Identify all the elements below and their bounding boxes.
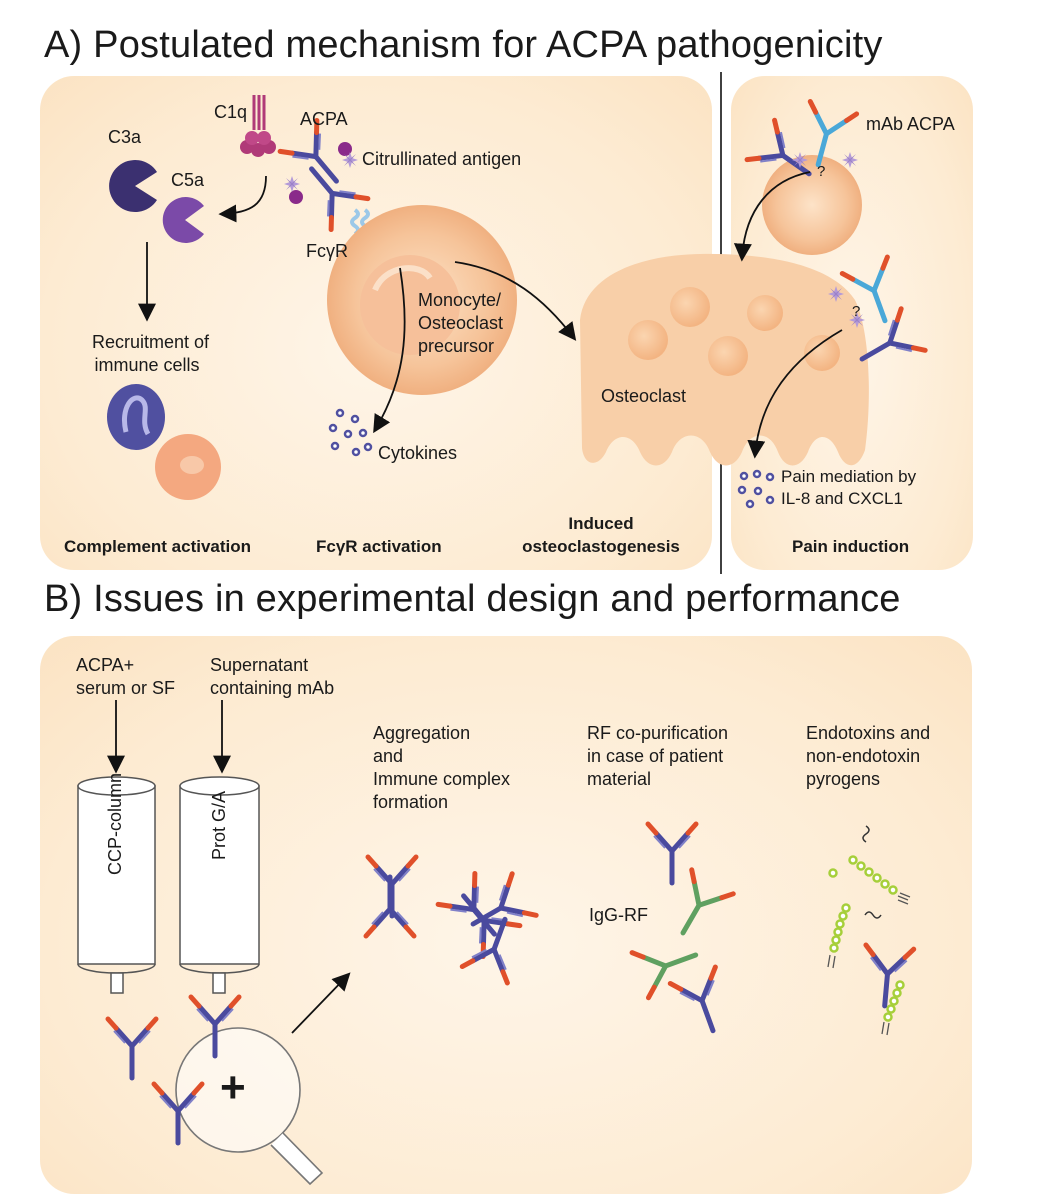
ccp-column-icon — [77, 776, 156, 994]
c3a-icon — [109, 160, 157, 213]
rf-copurification-label: RF co-purification in case of patient ma… — [587, 722, 728, 791]
plus-sign: + — [220, 1063, 246, 1112]
c1q-label: C1q — [214, 102, 248, 122]
magnifier-icon — [175, 1027, 324, 1186]
endotoxin-line1: Endotoxins and — [806, 723, 931, 743]
protga-column-icon — [179, 776, 260, 994]
c5a-label: C5a — [171, 170, 205, 190]
section-b-title: B) Issues in experimental design and per… — [44, 578, 901, 620]
aggregation-label: Aggregation and Immune complex formation — [373, 722, 510, 814]
osteoclast-icon — [580, 253, 869, 466]
supernatant-label: Supernatant containing mAb — [210, 654, 334, 700]
citrullinated-antigen-label: Citrullinated antigen — [362, 149, 522, 169]
mab-acpa-label: mAb ACPA — [866, 114, 955, 134]
rf-complex-icon — [632, 824, 735, 1039]
supernatant-line2: containing mAb — [210, 678, 335, 698]
endotoxin-line3: pyrogens — [806, 769, 881, 789]
caption-fcgr-activation: FcγR activation — [316, 537, 442, 556]
protga-column-label: Prot G/A — [209, 790, 229, 860]
endotoxin-label: Endotoxins and non-endotoxin pyrogens — [806, 722, 930, 791]
rf-line3: material — [587, 769, 652, 789]
recruitment-label: Recruitment of immune cells — [92, 331, 210, 377]
macrophage-icon — [155, 434, 221, 500]
pain-mediation-line1: Pain mediation by — [781, 467, 917, 486]
osteoclast-label: Osteoclast — [601, 386, 687, 406]
supernatant-line1: Supernatant — [210, 655, 309, 675]
monocyte-label: Monocyte/ Osteoclast precursor — [418, 289, 503, 358]
cytokines-label: Cytokines — [378, 443, 458, 463]
aggregation-line3: Immune complex — [373, 769, 511, 789]
igg-rf-label: IgG-RF — [589, 905, 649, 925]
monocyte-line1: Monocyte/ — [418, 290, 502, 310]
aggregation-line1: Aggregation — [373, 723, 471, 743]
pain-mediation-label: Pain mediation by IL-8 and CXCL1 — [781, 466, 916, 510]
pain-mediators-icon — [737, 469, 775, 509]
c5a-icon — [162, 197, 204, 244]
aggregation-line4: formation — [373, 792, 449, 812]
endotoxin-line2: non-endotoxin — [806, 746, 921, 766]
ccp-column-label: CCP-column — [105, 772, 125, 875]
acpa-serum-line2: serum or SF — [76, 678, 176, 698]
pain-mediation-line2: IL-8 and CXCL1 — [781, 489, 903, 508]
monocyte-line3: precursor — [418, 336, 495, 356]
caption-induced-line2: osteoclastogenesis — [522, 537, 680, 556]
caption-induced-osteoclastogenesis: Induced osteoclastogenesis — [508, 512, 694, 558]
section-a-title: A) Postulated mechanism for ACPA pathoge… — [44, 24, 883, 66]
aggregated-antibodies-icon — [366, 857, 536, 983]
c1q-icon — [240, 95, 276, 157]
monocyte-cell-icon — [327, 205, 517, 395]
fcgr-label: FcγR — [306, 241, 348, 261]
pain-cell-icon — [762, 155, 862, 255]
caption-pain-induction: Pain induction — [792, 537, 910, 556]
recruitment-line2: immune cells — [94, 355, 200, 375]
cytokines-icon — [328, 408, 373, 457]
caption-induced-line1: Induced — [568, 514, 634, 533]
neutrophil-icon — [107, 384, 165, 450]
rf-line1: RF co-purification — [587, 723, 729, 743]
acpa-immune-complex — [280, 120, 368, 229]
aggregation-line2: and — [373, 746, 404, 766]
recruitment-line1: Recruitment of — [92, 332, 210, 352]
monocyte-line2: Osteoclast — [418, 313, 504, 333]
rf-line2: in case of patient — [587, 746, 724, 766]
acpa-serum-line1: ACPA+ — [76, 655, 135, 675]
caption-complement: Complement activation — [64, 537, 252, 556]
c3a-label: C3a — [108, 127, 142, 147]
acpa-serum-label: ACPA+ serum or SF — [76, 654, 175, 700]
question-mark-1: ? — [817, 163, 826, 180]
question-mark-2: ? — [852, 303, 861, 320]
acpa-label: ACPA — [300, 109, 348, 129]
endotoxin-icon — [827, 825, 914, 1036]
